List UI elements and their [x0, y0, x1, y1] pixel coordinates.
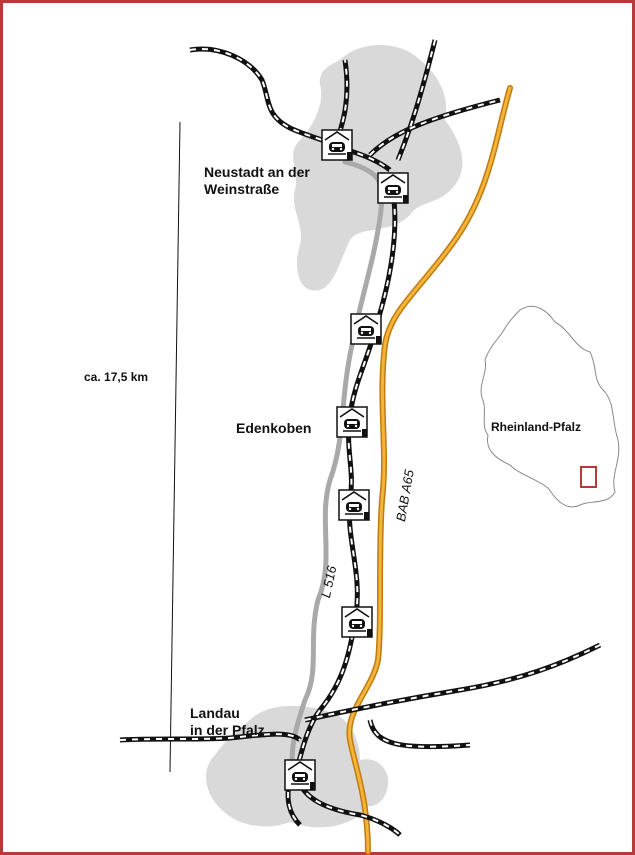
- train-station-icon[interactable]: [321, 129, 353, 161]
- train-station-icon[interactable]: [377, 172, 409, 204]
- train-station-icon[interactable]: [336, 406, 368, 438]
- city-label-neustadt-line2: Weinstraße: [204, 180, 280, 197]
- city-label-neustadt-line1: Neustadt an der: [204, 164, 310, 180]
- region-highlight-box: [580, 466, 597, 488]
- train-station-icon[interactable]: [284, 759, 316, 791]
- urban-area-neustadt: [293, 45, 463, 291]
- distance-scale-line: [169, 121, 181, 773]
- city-label-landau-line1: Landau: [190, 705, 240, 721]
- city-label-neustadt: Neustadt an der Weinstraße: [204, 164, 310, 198]
- city-label-edenkoben: Edenkoben: [236, 420, 312, 436]
- train-station-icon[interactable]: [338, 489, 370, 521]
- motorway-a65: [346, 85, 513, 855]
- state-label: Rheinland-Pfalz: [491, 420, 582, 434]
- train-station-icon[interactable]: [350, 313, 382, 345]
- road-l516: [289, 159, 385, 773]
- distance-label: ca. 17,5 km: [84, 370, 149, 384]
- city-label-landau: Landau in der Pfalz: [190, 705, 265, 739]
- train-station-icon[interactable]: [341, 606, 373, 638]
- city-label-landau-line2: in der Pfalz: [190, 721, 265, 738]
- state-outline-rheinland-pfalz: [480, 305, 620, 508]
